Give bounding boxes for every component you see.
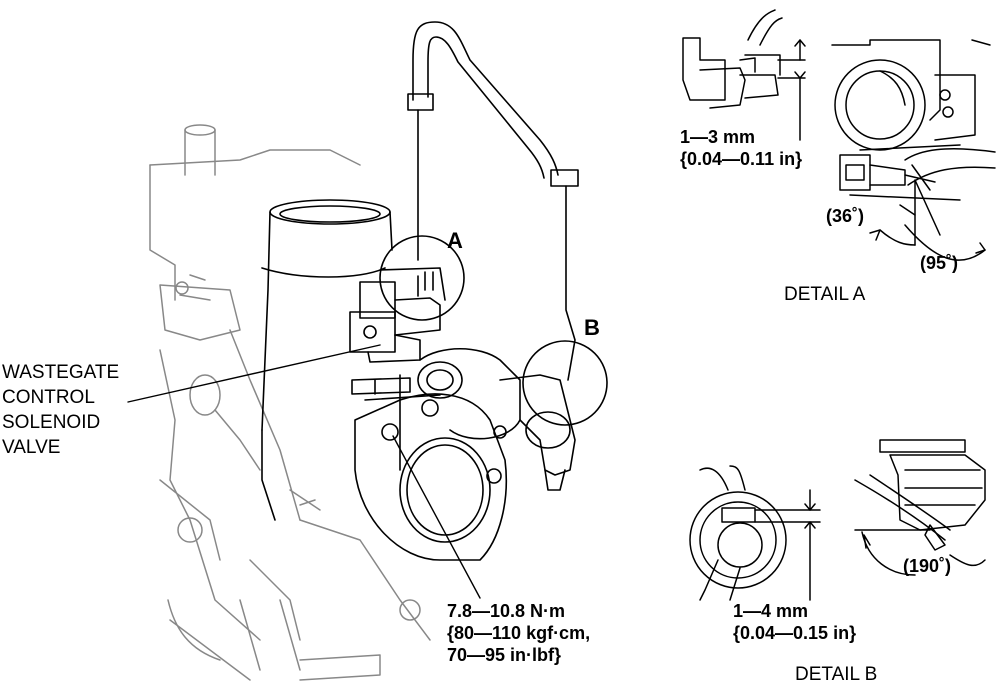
solenoid-valve-label: WASTEGATE CONTROL SOLENOID VALVE <box>2 360 119 460</box>
detail-a-title: DETAIL A <box>784 284 866 305</box>
callout-label-b: B <box>584 315 600 340</box>
solenoid-label-line-3: SOLENOID <box>2 412 101 433</box>
callout-label-a: A <box>447 228 463 253</box>
detail-a-drawing <box>682 9 996 261</box>
engine-block-drawing <box>149 124 431 681</box>
torque-line-1: 7.8—10.8 N·m <box>447 601 566 621</box>
detail-a-angle-large: (95˚) <box>920 253 959 273</box>
torque-line-3: 70—95 in·lbf} <box>447 645 562 665</box>
leader-torque <box>392 435 481 599</box>
torque-line-2: {80—110 kgf·cm, <box>447 623 591 643</box>
leader-solenoid <box>127 344 381 403</box>
detail-a-gap-spec: 1—3 mm {0.04—0.11 in} <box>680 126 802 170</box>
detail-b-gap-spec: 1—4 mm {0.04—0.15 in} <box>733 600 856 644</box>
detail-a-gap-line-2: {0.04—0.11 in} <box>680 149 803 169</box>
detail-b-drawing <box>689 439 986 601</box>
solenoid-label-line-1: WASTEGATE <box>2 362 120 383</box>
solenoid-label-line-2: CONTROL <box>2 387 95 408</box>
turbocharger-housing <box>354 347 521 561</box>
solenoid-label-line-4: VALVE <box>2 437 61 458</box>
callout-circle-b <box>522 340 608 426</box>
detail-b-title: DETAIL B <box>795 664 878 685</box>
torque-spec: 7.8—10.8 N·m {80—110 kgf·cm, 70—95 in·lb… <box>447 600 590 666</box>
detail-b-angle: (190˚) <box>903 556 952 576</box>
wastegate-actuator <box>499 374 576 491</box>
detail-b-gap-line-1: 1—4 mm <box>733 601 809 621</box>
detail-a-gap-line-1: 1—3 mm <box>680 127 756 147</box>
solenoid-valve-drawing <box>349 267 446 395</box>
intake-pipe <box>261 199 393 521</box>
detail-b-gap-line-2: {0.04—0.15 in} <box>733 623 857 643</box>
vacuum-hose <box>399 21 579 471</box>
detail-a-angle-small: (36˚) <box>826 206 865 226</box>
callout-circle-a <box>379 235 465 321</box>
